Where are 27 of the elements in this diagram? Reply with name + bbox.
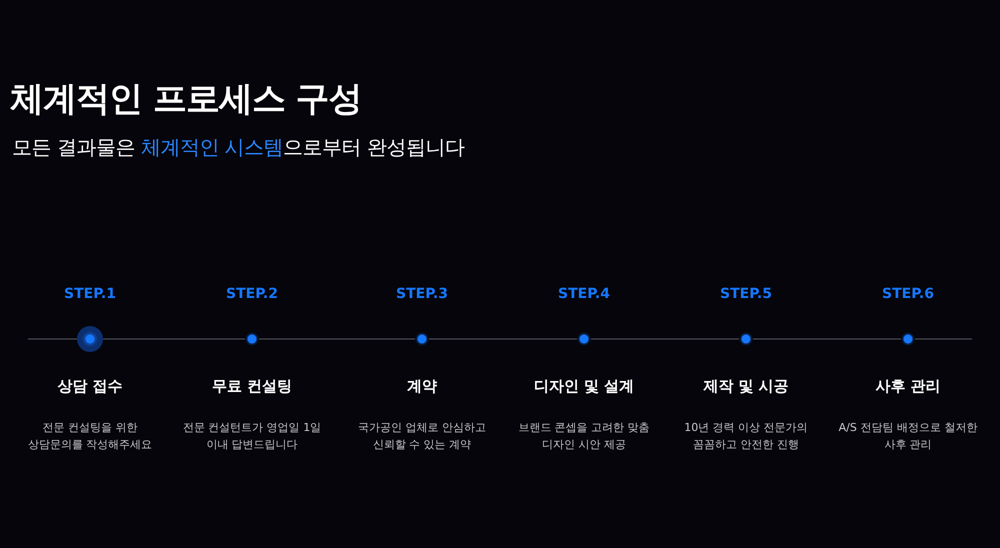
step-label: STEP.2: [225, 286, 279, 302]
timeline-line: [590, 338, 740, 340]
step-title: 계약: [406, 377, 438, 396]
subtitle-text: 모든 결과물은: [12, 134, 135, 161]
step-label: STEP.5: [719, 286, 773, 302]
subtitle-text: 으로부터 완성됩니다: [283, 134, 465, 161]
step-title: 상담 접수: [56, 377, 124, 396]
step-description: 브랜드 콘셉을 고려한 맞춤 디자인 시안 제공: [517, 420, 651, 453]
step-label: STEP.6: [881, 286, 935, 302]
step-title: 사후 관리: [874, 377, 942, 396]
timeline-line: [258, 338, 416, 340]
highlighted-text: 체계적인 시스템: [140, 134, 284, 161]
step-description: 전문 컨설턴트가 영업일 1일 이내 답변드립니다: [182, 420, 322, 453]
step-description: 10년 경력 이상 전문가의 꼼꼼하고 안전한 진행: [683, 420, 809, 453]
step-label: STEP.3: [395, 286, 449, 302]
timeline-line: [428, 338, 578, 340]
timeline-line: [752, 338, 902, 340]
step-description: 국가공인 업체로 안심하고 신뢰할 수 있는 계약: [357, 420, 487, 453]
timeline-line: [102, 338, 246, 340]
step-title: 디자인 및 설계: [532, 377, 636, 396]
step-label: STEP.1: [63, 286, 117, 302]
heading: 체계적인 프로세스 구성: [10, 78, 362, 121]
step-title: 무료 컨설팅: [210, 377, 294, 396]
step-description: 전문 컨설팅을 위한 상담문의를 작성해주세요: [26, 420, 154, 453]
step-description: A/S 전담팀 배정으로 철저한 사후 관리: [838, 420, 978, 453]
step-title: 제작 및 시공: [702, 377, 790, 396]
step-label: STEP.4: [557, 286, 611, 302]
